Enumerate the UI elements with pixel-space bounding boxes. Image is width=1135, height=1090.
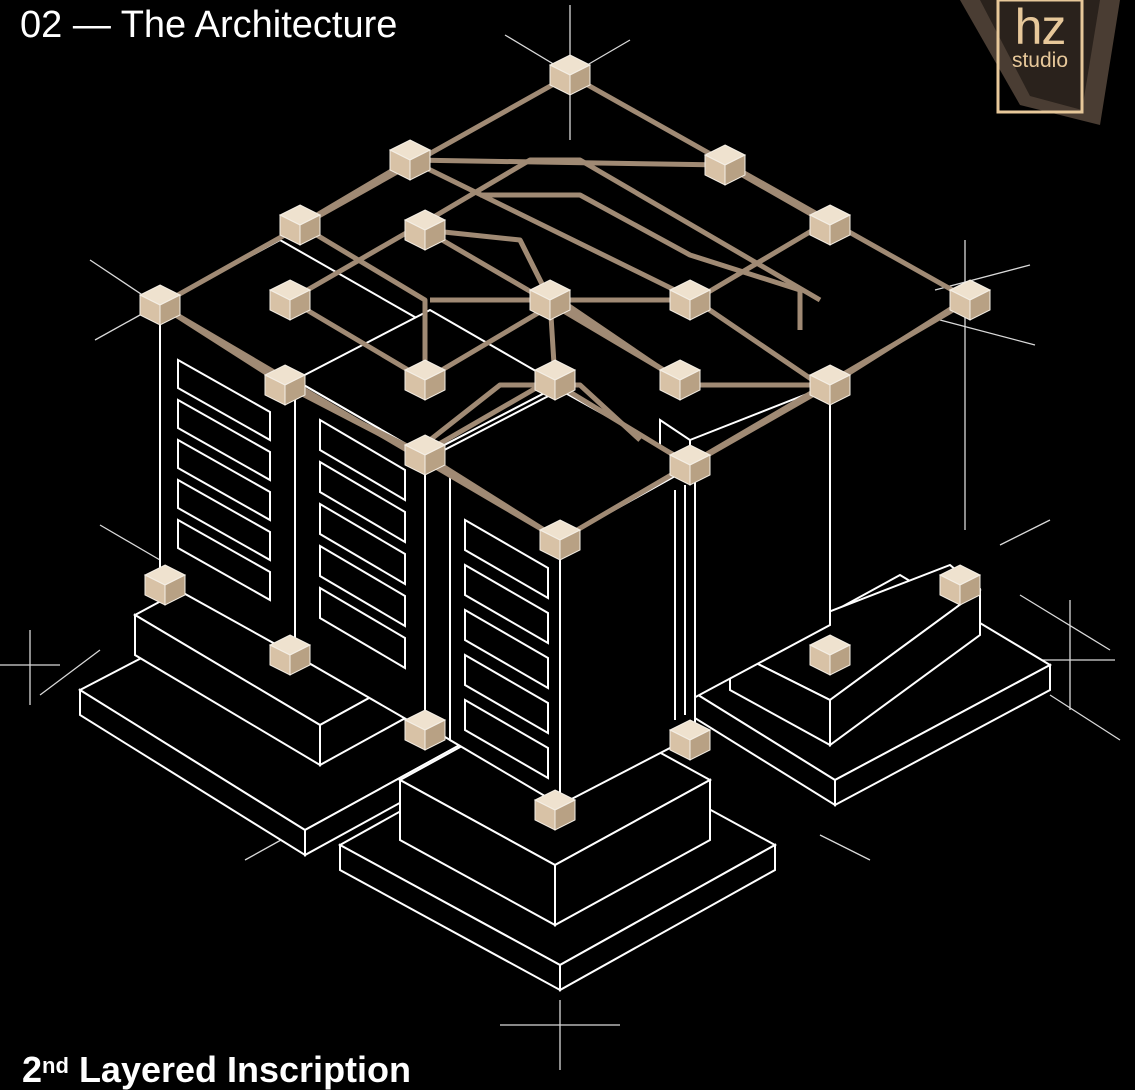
page-title: 02 — The Architecture (20, 2, 397, 48)
caption-number: 2 (22, 1049, 42, 1090)
logo-main-text: hz (1000, 0, 1080, 54)
node-cube-icon (670, 280, 710, 320)
caption-ordinal: nd (42, 1053, 69, 1078)
section-caption: 2nd Layered Inscription (22, 1050, 411, 1090)
node-cube-icon (950, 280, 990, 320)
node-cube-icon (280, 205, 320, 245)
caption-text: Layered Inscription (79, 1049, 411, 1090)
node-cube-icon (660, 360, 700, 400)
logo-sub-text: studio (1000, 50, 1080, 72)
logo-wordmark: hz studio (1000, 0, 1080, 72)
node-cube-icon (705, 145, 745, 185)
tower-front (425, 390, 695, 805)
node-cube-icon (550, 55, 590, 95)
